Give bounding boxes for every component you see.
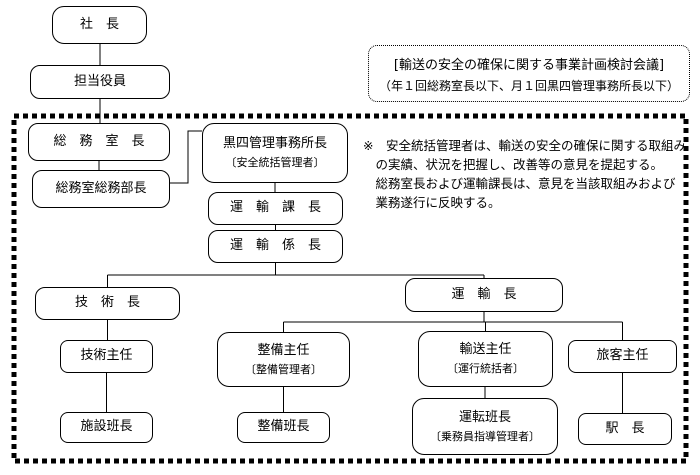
- node-label: 担当役員: [73, 73, 126, 89]
- safety-scope-dotted-border: [11, 113, 689, 464]
- node-kurobe4-admin-office-chief: 黒四管理事務所長 〔安全統括管理者〕: [202, 123, 348, 183]
- node-label: 運転班長: [458, 409, 511, 425]
- node-maintenance-supervisor: 整備主任 〔整備管理者〕: [217, 332, 350, 387]
- node-engineering-chief: 技 術 長: [35, 287, 180, 320]
- node-station-master: 駅 長: [578, 413, 672, 445]
- node-sublabel: 〔安全統括管理者〕: [225, 156, 325, 170]
- node-label: 駅 長: [605, 420, 645, 436]
- node-facilities-team-leader: 施設班長: [60, 412, 153, 443]
- node-transportation-supervisor: 輸送主任 〔運行統括者〕: [418, 331, 553, 387]
- node-label: 施設班長: [80, 419, 133, 435]
- node-engineering-supervisor: 技術主任: [60, 340, 153, 373]
- node-label: 運 輸 長: [451, 286, 517, 302]
- meeting-title: [輸送の安全の確保に関する事業計画検討会議]: [393, 57, 665, 73]
- node-label: 黒四管理事務所長: [222, 136, 327, 151]
- node-label: 技 術 長: [74, 295, 140, 311]
- node-label: 技術主任: [80, 348, 133, 364]
- node-sublabel: 〔運行統括者〕: [447, 362, 524, 376]
- node-transport-section-chief: 運 輸 課 長: [208, 192, 343, 225]
- node-label: 運 輸 係 長: [229, 238, 321, 254]
- meeting-frequency: （年１回総務室長以下、月１回黒四管理事務所長以下）: [378, 78, 679, 93]
- business-plan-meeting-box: [輸送の安全の確保に関する事業計画検討会議] （年１回総務室長以下、月１回黒四管…: [368, 45, 690, 102]
- node-label: 総 務 室 長: [53, 133, 145, 149]
- node-general-affairs-dept-chief: 総務室総務部長: [32, 170, 170, 208]
- node-label: 整備班長: [257, 419, 310, 435]
- node-transport-subsection-chief: 運 輸 係 長: [208, 230, 343, 263]
- safety-manager-note: ※ 安全統括管理者は、輸送の安全の確保に関する取組み の実績、状況を把握し、改善…: [363, 138, 686, 210]
- node-label: 輸送主任: [459, 342, 512, 357]
- node-transport-chief: 運 輸 長: [405, 278, 563, 312]
- node-president: 社 長: [52, 6, 147, 44]
- node-label: 総務室総務部長: [55, 180, 147, 196]
- node-label: 整備主任: [257, 342, 310, 358]
- node-label: 運 輸 課 長: [229, 200, 321, 216]
- node-driving-team-leader: 運転班長 〔乗務員指導管理者〕: [412, 398, 558, 455]
- node-sublabel: 〔乗務員指導管理者〕: [430, 429, 540, 443]
- node-executive-in-charge: 担当役員: [30, 65, 170, 99]
- node-sublabel: 〔整備管理者〕: [245, 362, 322, 376]
- node-passenger-supervisor: 旅客主任: [568, 340, 677, 373]
- node-label: 社 長: [79, 16, 119, 32]
- node-general-affairs-office-chief: 総 務 室 長: [28, 123, 170, 161]
- node-label: 旅客主任: [596, 348, 649, 364]
- node-maintenance-team-leader: 整備班長: [237, 412, 330, 443]
